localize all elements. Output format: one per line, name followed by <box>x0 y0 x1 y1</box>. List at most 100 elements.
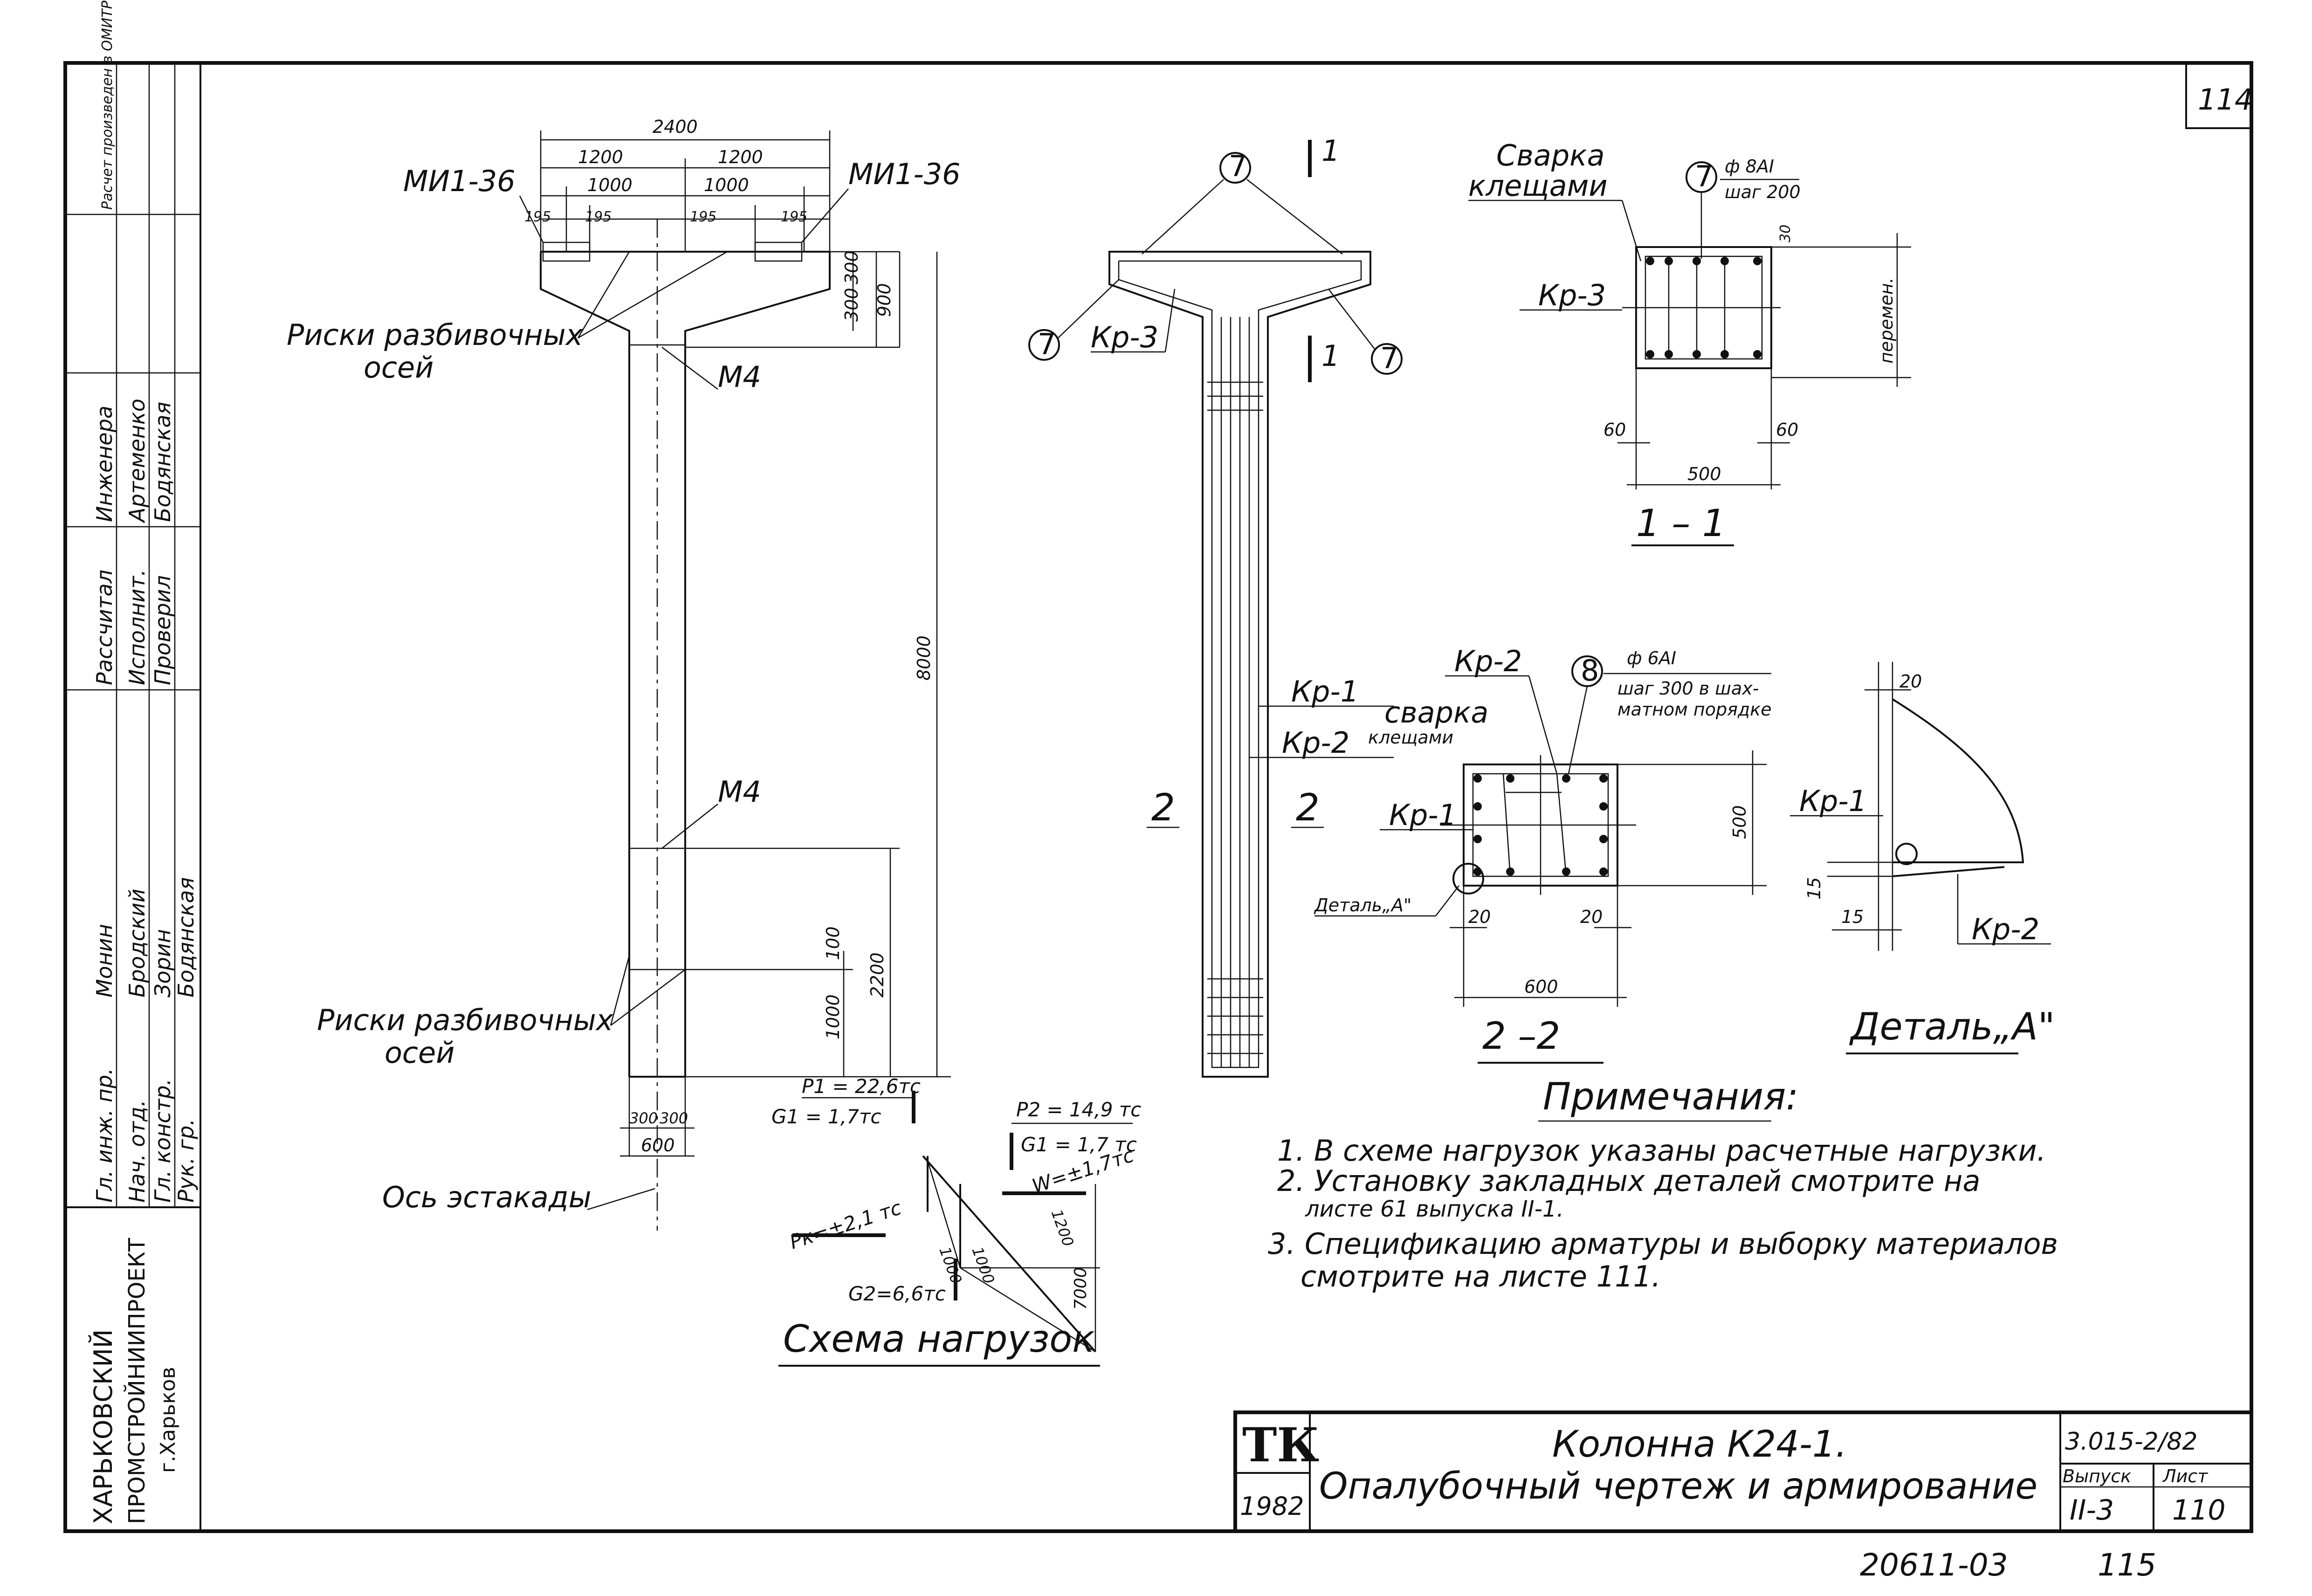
rebar-dots <box>1646 257 1762 358</box>
svg-text:2. Установку закладных деталей: 2. Установку закладных деталей смотрите … <box>1277 1164 1980 1198</box>
svg-text:Инженера: Инженера <box>92 406 117 522</box>
svg-text:1200: 1200 <box>578 147 623 167</box>
svg-text:ф 6АI: ф 6АI <box>1627 648 1676 668</box>
svg-text:300: 300 <box>841 288 862 322</box>
svg-text:Выпуск: Выпуск <box>2063 1466 2131 1486</box>
svg-text:Рассчитал: Рассчитал <box>92 570 117 685</box>
svg-text:2: 2 <box>1296 786 1320 829</box>
svg-text:Проверил: Проверил <box>150 575 175 685</box>
svg-text:3. Спецификацию арматуры и выб: 3. Спецификацию арматуры и выборку матер… <box>1268 1227 2058 1261</box>
svg-text:20: 20 <box>1899 671 1922 692</box>
svg-text:Монин: Монин <box>92 924 117 998</box>
svg-text:2 –2: 2 –2 <box>1482 1014 1560 1058</box>
svg-text:195: 195 <box>690 209 716 225</box>
svg-text:110: 110 <box>2172 1494 2226 1527</box>
svg-text:900: 900 <box>874 283 895 317</box>
svg-text:Риски разбивочных: Риски разбивочных <box>317 1003 614 1037</box>
svg-text:195: 195 <box>524 209 551 225</box>
svg-text:сварка: сварка <box>1384 695 1488 729</box>
svg-text:Лист: Лист <box>2162 1466 2209 1486</box>
svg-text:Расчет произведен в ОМИТРе по: Расчет произведен в ОМИТРе по программе … <box>99 0 116 210</box>
svg-text:1000: 1000 <box>587 175 633 195</box>
svg-text:7000: 7000 <box>1071 1267 1090 1310</box>
svg-text:P1 = 22,6тс: P1 = 22,6тс <box>802 1075 921 1098</box>
svg-text:Кр-2: Кр-2 <box>1282 726 1349 760</box>
svg-text:1000: 1000 <box>823 994 843 1039</box>
svg-text:МИ1-36: МИ1-36 <box>848 157 961 191</box>
section-1-1: Сварка клещами 7 ф 8АI шаг 200 Кр-3 30 п… <box>1468 138 1911 546</box>
svg-text:листе 61 выпуска II-1.: листе 61 выпуска II-1. <box>1305 1196 1564 1222</box>
notes-block: Примечания: 1. В схеме нагрузок указаны … <box>1268 1075 2058 1293</box>
footer-code: 20611-03 <box>1860 1547 2008 1583</box>
svg-text:1 – 1: 1 – 1 <box>1636 502 1726 545</box>
svg-text:шаг 300 в шах-: шаг 300 в шах- <box>1617 678 1759 699</box>
svg-text:1200: 1200 <box>718 147 763 167</box>
detail-a: 20 Кр-1 15 15 Кр-2 Деталь„А" <box>1790 662 2055 1054</box>
svg-text:500: 500 <box>1729 805 1750 839</box>
svg-text:Кр-2: Кр-2 <box>1972 912 2039 946</box>
corner-box <box>2185 62 2252 129</box>
svg-text:Pк=±2,1 тс: Pк=±2,1 тс <box>787 1196 904 1253</box>
svg-text:Опалубочный чертеж и армирован: Опалубочный чертеж и армирование <box>1319 1465 2037 1507</box>
section-2-2: Кр-2 8 ф 6АI шаг 300 в шах- матном поряд… <box>1314 644 1772 1064</box>
svg-text:15: 15 <box>1804 877 1824 900</box>
svg-text:Зорин: Зорин <box>150 929 175 998</box>
svg-text:15: 15 <box>1841 907 1864 927</box>
rebar-dots-2 <box>1473 774 1608 876</box>
svg-text:Гл. констр.: Гл. констр. <box>150 1079 175 1203</box>
svg-text:клещами: клещами <box>1368 727 1453 748</box>
svg-text:II-3: II-3 <box>2070 1494 2114 1527</box>
svg-text:Рук. гр.: Рук. гр. <box>173 1119 199 1203</box>
svg-text:300: 300 <box>629 1109 658 1127</box>
svg-text:7: 7 <box>1229 149 1247 183</box>
column-elevation: 2400 1200 1200 1000 1000 195 195 195 195… <box>287 117 961 1231</box>
svg-text:Кр-1: Кр-1 <box>1389 798 1457 832</box>
svg-text:Бодянская: Бодянская <box>173 877 199 998</box>
svg-text:г.Харьков: г.Харьков <box>156 1367 180 1473</box>
svg-text:300: 300 <box>660 1109 688 1127</box>
svg-text:осей: осей <box>385 1036 454 1070</box>
svg-text:Деталь„А": Деталь„А" <box>1314 895 1411 915</box>
svg-text:1000: 1000 <box>968 1245 998 1286</box>
footer-number: 115 <box>2098 1547 2156 1583</box>
svg-text:600: 600 <box>1524 977 1558 997</box>
svg-text:60: 60 <box>1603 420 1626 440</box>
svg-text:Кр-1: Кр-1 <box>1291 674 1359 709</box>
svg-text:перемен.: перемен. <box>1876 277 1897 364</box>
stamp-column: Гл. инж. пр. Нач. отд. Гл. констр. Рук. … <box>64 0 201 1532</box>
svg-text:Кр-2: Кр-2 <box>1454 644 1522 678</box>
svg-text:ф 8АI: ф 8АI <box>1725 156 1774 177</box>
svg-text:G1 = 1,7 тс: G1 = 1,7 тс <box>1021 1133 1137 1156</box>
svg-text:Артеменко: Артеменко <box>124 399 150 523</box>
svg-text:ТК: ТК <box>1242 1417 1319 1472</box>
svg-text:смотрите на листе 111.: смотрите на листе 111. <box>1300 1259 1661 1293</box>
svg-text:Кр-3: Кр-3 <box>1091 320 1158 354</box>
svg-text:195: 195 <box>585 209 612 225</box>
title-block: ТК 1982 Колонна К24-1. Опалубочный черте… <box>1233 1410 2253 1533</box>
svg-text:20: 20 <box>1468 907 1491 927</box>
svg-text:60: 60 <box>1776 420 1798 440</box>
svg-text:Исполнит.: Исполнит. <box>124 569 150 685</box>
svg-text:Бродский: Бродский <box>124 888 150 998</box>
svg-text:МИ1-36: МИ1-36 <box>403 164 516 198</box>
svg-text:3.015-2/82: 3.015-2/82 <box>2065 1428 2197 1456</box>
svg-text:Риски разбивочных: Риски разбивочных <box>287 318 584 352</box>
svg-text:7: 7 <box>1380 341 1398 375</box>
svg-text:8: 8 <box>1581 654 1599 688</box>
svg-text:1982: 1982 <box>1240 1492 1304 1521</box>
svg-text:шаг 200: шаг 200 <box>1725 182 1801 202</box>
svg-text:Колонна К24-1.: Колонна К24-1. <box>1552 1424 1847 1465</box>
svg-text:осей: осей <box>364 351 434 385</box>
svg-text:ХАРЬКОВСКИЙ: ХАРЬКОВСКИЙ <box>89 1329 118 1524</box>
svg-text:1. В схеме нагрузок указаны ра: 1. В схеме нагрузок указаны расчетные на… <box>1277 1134 2046 1168</box>
svg-text:2200: 2200 <box>867 952 888 998</box>
svg-text:клещами: клещами <box>1468 169 1608 203</box>
svg-text:Схема нагрузок: Схема нагрузок <box>783 1317 1095 1361</box>
svg-text:300: 300 <box>841 250 862 284</box>
svg-text:Примечания:: Примечания: <box>1543 1075 1798 1118</box>
svg-text:М4: М4 <box>718 360 761 394</box>
sheet-corner-number: 114 <box>2198 83 2253 117</box>
svg-text:100: 100 <box>823 926 843 960</box>
svg-text:Деталь„А": Деталь„А" <box>1849 1005 2055 1048</box>
